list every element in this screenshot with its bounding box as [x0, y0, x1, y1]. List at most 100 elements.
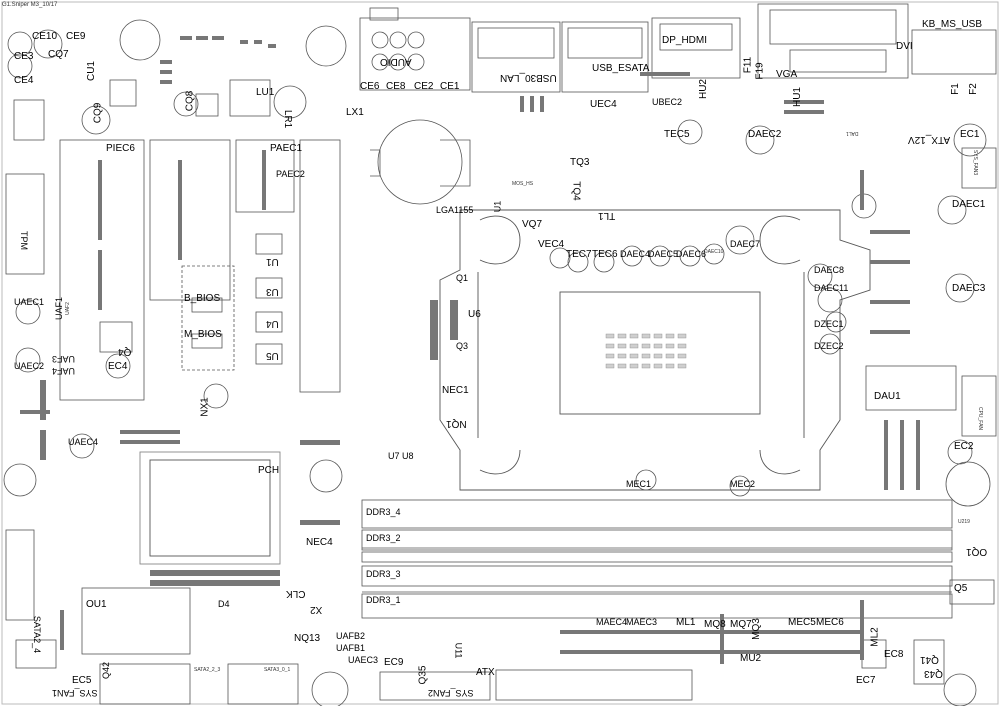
- cpu-fan-label: CPU_FAN: [977, 406, 984, 431]
- ref-designator: CE9: [66, 31, 86, 42]
- ref-designator: U8: [402, 451, 414, 461]
- ref-designator: CE8: [386, 81, 406, 92]
- ref-designator: Q42: [101, 661, 112, 680]
- drawing-title: G1.Sniper M3_10/17: [2, 2, 58, 8]
- ref-designator: U4: [266, 318, 279, 329]
- ref-designator: U1: [492, 200, 503, 213]
- small-components: [20, 36, 920, 664]
- ref-designator: LU1: [256, 87, 275, 98]
- ref-designator: VQ7: [522, 219, 543, 230]
- mos-hs-label: MOS_HS: [512, 181, 534, 187]
- vga-label: VGA: [776, 69, 798, 80]
- top-left-components: [7, 19, 347, 141]
- audio-connector: [359, 7, 471, 91]
- ref-designator: TEC7: [566, 249, 592, 260]
- ref-designator: CE1: [440, 81, 460, 92]
- ref-designator: UAEC3: [348, 655, 379, 665]
- ref-designator: EC2: [954, 441, 974, 452]
- ref-designator: TQ3: [570, 157, 590, 168]
- ref-designator: UAFB2: [336, 631, 366, 641]
- usb-esata-connector: [561, 21, 649, 93]
- ddr3-3-label: DDR3_3: [366, 569, 401, 579]
- sata2-2-3-label: SATA2_2_3: [194, 667, 221, 673]
- ddr3-1-label: DDR3_1: [366, 595, 401, 605]
- ref-designator: UAF4: [52, 366, 76, 376]
- ref-designator: EC9: [384, 657, 404, 668]
- ref-designator: MEC2: [730, 479, 756, 489]
- ref-designator: CQ8: [184, 90, 196, 112]
- usb30-lan-label: USB30_LAN: [500, 72, 557, 83]
- dp-hdmi-label: DP_HDMI: [662, 35, 708, 46]
- ref-designator: MAEC3: [626, 617, 658, 627]
- ref-designator: CLK: [286, 588, 306, 599]
- ref-designator: TEC5: [664, 129, 690, 140]
- ref-designator: CU1: [86, 60, 98, 82]
- socket-capacitors: [549, 119, 991, 507]
- b-bios-label: B_BIOS: [184, 293, 221, 304]
- ref-designator: OU1: [86, 599, 107, 610]
- ref-designator: EC1: [960, 129, 980, 140]
- ref-designator: Q41: [920, 654, 939, 665]
- usb30-lan-connector: [471, 21, 561, 93]
- ref-designator: CE4: [14, 75, 34, 86]
- ref-designator: TL1: [598, 210, 616, 221]
- ref-designator: UAEC2: [14, 361, 45, 371]
- ref-designator: UAFB1: [336, 643, 366, 653]
- ref-designator: EC7: [856, 675, 876, 686]
- ref-designator: U3: [266, 286, 279, 297]
- ref-designator: PAEC1: [270, 143, 303, 154]
- ref-designator: F1: [949, 83, 961, 95]
- ref-designator: MQ7: [730, 619, 752, 630]
- ref-designator: UAEC4: [68, 437, 99, 447]
- ref-designator: PIEC6: [106, 143, 135, 154]
- audio-label: AUDIO: [380, 56, 412, 67]
- ref-designator: UAF3: [52, 354, 76, 364]
- ref-designator: DAEC7: [730, 239, 761, 249]
- pch-chip: [139, 451, 281, 565]
- usb-esata-label: USB_ESATA: [592, 63, 650, 74]
- ref-designator: MQ8: [704, 619, 726, 630]
- tpm-label: TPM: [19, 231, 29, 250]
- ref-designator: UBEC2: [652, 97, 683, 107]
- ref-designator: NX1: [199, 397, 211, 417]
- ref-designator: Q1: [456, 273, 469, 283]
- ref-designator: MAEC4: [596, 617, 628, 627]
- dvi-label: DVI: [896, 41, 913, 52]
- dp-hdmi-connector: [651, 17, 741, 79]
- ddr3-4-label: DDR3_4: [366, 507, 401, 517]
- ref-designator: MEC1: [626, 479, 652, 489]
- ref-designator: NQ13: [294, 633, 321, 644]
- ref-designator: UEC4: [590, 99, 617, 110]
- ref-designator: MEC6: [816, 617, 844, 628]
- ref-designator: Q4: [118, 346, 132, 357]
- ref-designator: Q43: [924, 668, 943, 679]
- ref-designator: OQ1: [966, 546, 988, 557]
- ref-designator: DZEC1: [814, 319, 844, 329]
- ref-designator: EC5: [72, 675, 92, 686]
- ref-designator: EC4: [108, 361, 128, 372]
- ref-designator: F2: [967, 83, 979, 95]
- ref-designator: U5: [266, 350, 279, 361]
- ref-designator: U219: [958, 519, 970, 525]
- ref-designator: U7: [388, 451, 400, 461]
- ref-designator: Q5: [954, 583, 968, 594]
- ref-designator: F19: [754, 62, 766, 80]
- ref-designator: U1: [266, 256, 279, 267]
- ref-designator: NEC4: [306, 537, 333, 548]
- ref-designator: HU2: [698, 78, 710, 100]
- ref-designator: DAEC2: [748, 129, 782, 140]
- ref-designator: CE10: [32, 31, 58, 42]
- ref-designator: LR1: [282, 109, 294, 129]
- sys-fan1-label: SYS_FAN1: [52, 688, 98, 698]
- sata3-0-1-label: SATA3_0_1: [264, 667, 291, 673]
- ref-designator: DAL1: [846, 130, 859, 136]
- pch-label: PCH: [258, 465, 280, 476]
- ref-designator: CQ7: [48, 49, 69, 60]
- ref-designator: LX1: [346, 107, 364, 118]
- m-bios-label: M_BIOS: [184, 329, 222, 340]
- ref-designator: CE3: [14, 51, 34, 62]
- ref-designator: UAEC1: [14, 297, 45, 307]
- ref-designator: Q3: [456, 341, 469, 351]
- ref-designator: VEC4: [538, 239, 565, 250]
